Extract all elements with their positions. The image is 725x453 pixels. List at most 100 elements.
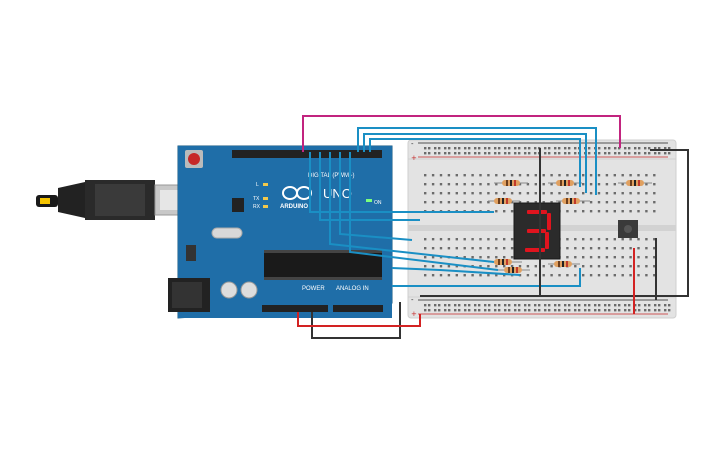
- breadboard-hole[interactable]: [589, 183, 593, 186]
- breadboard-hole[interactable]: [605, 192, 609, 195]
- breadboard-hole[interactable]: [613, 192, 616, 195]
- breadboard-hole[interactable]: [648, 152, 651, 155]
- breadboard-hole[interactable]: [458, 309, 461, 312]
- breadboard-hole[interactable]: [544, 304, 547, 307]
- breadboard-hole[interactable]: [479, 183, 482, 186]
- resistor[interactable]: [488, 198, 520, 204]
- resistor[interactable]: [618, 180, 652, 186]
- breadboard-hole[interactable]: [434, 309, 437, 312]
- breadboard-hole[interactable]: [431, 192, 435, 195]
- breadboard-hole[interactable]: [637, 265, 640, 268]
- breadboard-hole[interactable]: [494, 304, 497, 307]
- breadboard-hole[interactable]: [444, 152, 447, 155]
- breadboard-hole[interactable]: [653, 265, 656, 268]
- breadboard-hole[interactable]: [597, 192, 601, 195]
- breadboard-hole[interactable]: [614, 304, 617, 307]
- breadboard-hole[interactable]: [478, 152, 481, 155]
- breadboard-hole[interactable]: [634, 147, 637, 150]
- breadboard-hole[interactable]: [574, 265, 577, 268]
- breadboard-hole[interactable]: [613, 183, 616, 186]
- breadboard-hole[interactable]: [534, 192, 537, 195]
- breadboard-hole[interactable]: [431, 183, 435, 186]
- wire-cyan[interactable]: [391, 267, 521, 276]
- breadboard-hole[interactable]: [589, 192, 593, 195]
- breadboard-hole[interactable]: [428, 147, 431, 150]
- breadboard-hole[interactable]: [478, 147, 481, 150]
- breadboard-hole[interactable]: [455, 174, 458, 177]
- breadboard-hole[interactable]: [494, 309, 497, 312]
- breadboard-hole[interactable]: [503, 192, 506, 195]
- breadboard-hole[interactable]: [455, 183, 458, 186]
- breadboard-hole[interactable]: [548, 147, 551, 150]
- breadboard-hole[interactable]: [474, 304, 477, 307]
- breadboard-hole[interactable]: [424, 152, 427, 155]
- breadboard-hole[interactable]: [498, 147, 501, 150]
- breadboard-hole[interactable]: [637, 256, 640, 259]
- breadboard-hole[interactable]: [514, 309, 517, 312]
- breadboard-hole[interactable]: [434, 304, 437, 307]
- breadboard-hole[interactable]: [518, 183, 522, 186]
- breadboard-hole[interactable]: [524, 147, 527, 150]
- breadboard-hole[interactable]: [487, 265, 490, 268]
- breadboard-hole[interactable]: [495, 247, 498, 250]
- breadboard-hole[interactable]: [605, 256, 609, 259]
- breadboard-hole[interactable]: [566, 238, 569, 241]
- breadboard-hole[interactable]: [558, 147, 561, 150]
- breadboard-hole[interactable]: [653, 210, 656, 213]
- power-header[interactable]: [262, 305, 328, 312]
- breadboard-hole[interactable]: [621, 265, 624, 268]
- breadboard-hole[interactable]: [464, 152, 467, 155]
- breadboard-hole[interactable]: [518, 152, 521, 155]
- breadboard-hole[interactable]: [568, 152, 571, 155]
- breadboard-hole[interactable]: [518, 304, 521, 307]
- arduino-board[interactable]: ARDUINO UNO DIGITAL (PWM~) ON L TX RX PO…: [168, 145, 393, 319]
- resistor[interactable]: [488, 259, 522, 265]
- breadboard-hole[interactable]: [518, 201, 522, 204]
- breadboard-hole[interactable]: [653, 238, 656, 241]
- wires[interactable]: [297, 115, 689, 339]
- breadboard-hole[interactable]: [468, 309, 471, 312]
- breadboard-hole[interactable]: [566, 210, 569, 213]
- breadboard-hole[interactable]: [597, 247, 601, 250]
- breadboard-hole[interactable]: [629, 256, 632, 259]
- breadboard-hole[interactable]: [424, 183, 427, 186]
- breadboard-hole[interactable]: [589, 210, 593, 213]
- breadboard-hole[interactable]: [526, 183, 530, 186]
- breadboard-hole[interactable]: [668, 147, 671, 150]
- breadboard-hole[interactable]: [468, 304, 471, 307]
- breadboard-hole[interactable]: [558, 274, 561, 277]
- breadboard-hole[interactable]: [608, 147, 611, 150]
- breadboard-hole[interactable]: [648, 309, 651, 312]
- breadboard-hole[interactable]: [613, 256, 616, 259]
- breadboard-hole[interactable]: [458, 147, 461, 150]
- breadboard-hole[interactable]: [574, 247, 577, 250]
- breadboard-hole[interactable]: [550, 274, 553, 277]
- breadboard-hole[interactable]: [526, 265, 530, 268]
- breadboard-hole[interactable]: [503, 210, 506, 213]
- breadboard-hole[interactable]: [463, 192, 466, 195]
- breadboard-hole[interactable]: [542, 174, 545, 177]
- breadboard-hole[interactable]: [424, 265, 427, 268]
- breadboard-hole[interactable]: [508, 152, 511, 155]
- breadboard-hole[interactable]: [528, 304, 531, 307]
- breadboard-hole[interactable]: [538, 304, 541, 307]
- breadboard-hole[interactable]: [424, 201, 427, 204]
- breadboard-hole[interactable]: [588, 309, 591, 312]
- breadboard-hole[interactable]: [658, 304, 661, 307]
- breadboard-hole[interactable]: [582, 201, 585, 204]
- breadboard-hole[interactable]: [629, 210, 632, 213]
- breadboard-hole[interactable]: [504, 147, 507, 150]
- breadboard-hole[interactable]: [424, 147, 427, 150]
- breadboard-hole[interactable]: [605, 174, 609, 177]
- breadboard-hole[interactable]: [534, 304, 537, 307]
- breadboard-hole[interactable]: [542, 183, 545, 186]
- breadboard-hole[interactable]: [510, 174, 514, 177]
- breadboard-hole[interactable]: [638, 152, 641, 155]
- seven-segment-display[interactable]: [513, 202, 561, 260]
- breadboard-hole[interactable]: [605, 265, 609, 268]
- breadboard-hole[interactable]: [588, 304, 591, 307]
- breadboard-hole[interactable]: [621, 247, 624, 250]
- breadboard-hole[interactable]: [582, 274, 585, 277]
- breadboard-hole[interactable]: [503, 238, 506, 241]
- breadboard-hole[interactable]: [604, 147, 607, 150]
